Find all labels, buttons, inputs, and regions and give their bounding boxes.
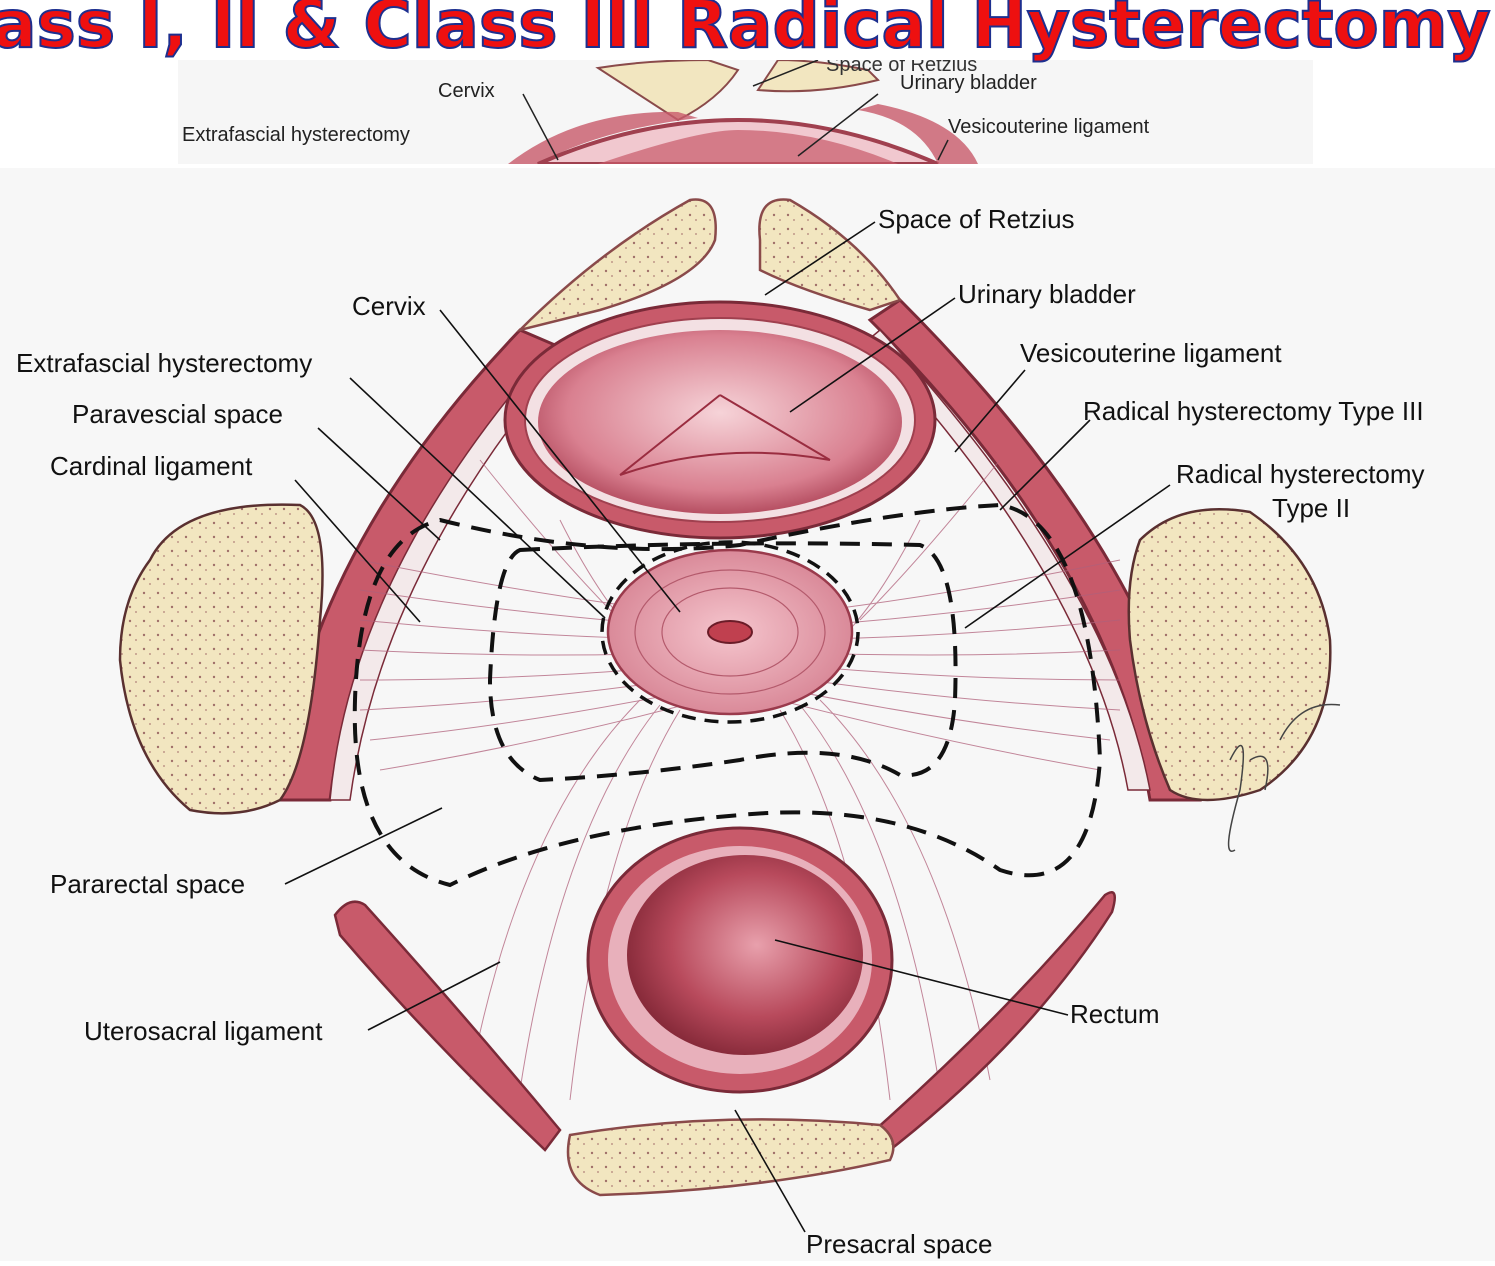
strip-label-cervix: Cervix <box>438 80 495 103</box>
label-vesicouterine-ligament: Vesicouterine ligament <box>1020 338 1282 368</box>
pelvic-anatomy-illustration: Space of Retzius Cervix Urinary bladder … <box>0 168 1495 1261</box>
label-space-of-retzius: Space of Retzius <box>878 204 1075 234</box>
strip-label-urinary-bladder: Urinary bladder <box>900 72 1037 95</box>
label-radical-type-ii-line1: Radical hysterectomy <box>1176 459 1425 489</box>
top-figure-strip: Space of Retzius Cervix Urinary bladder … <box>178 60 1313 164</box>
left-hip-bone <box>120 505 323 814</box>
label-presacral-space: Presacral space <box>806 1229 992 1259</box>
label-rectum: Rectum <box>1070 999 1160 1029</box>
label-radical-type-ii-line2: Type II <box>1272 493 1350 523</box>
top-strip-illustration <box>178 60 1313 164</box>
slide-title: ass I, II & Class III Radical Hysterecto… <box>0 0 1491 63</box>
strip-label-extrafascial: Extrafascial hysterectomy <box>182 124 410 147</box>
right-hip-bone <box>1129 509 1331 800</box>
label-cardinal-ligament: Cardinal ligament <box>50 451 253 481</box>
label-paravescial-space: Paravescial space <box>72 399 283 429</box>
label-uterosacral-ligament: Uterosacral ligament <box>84 1016 323 1046</box>
left-sacral-band <box>335 902 560 1150</box>
label-urinary-bladder: Urinary bladder <box>958 279 1136 309</box>
strip-label-vesicouterine: Vesicouterine ligament <box>948 116 1149 139</box>
label-pararectal-space: Pararectal space <box>50 869 245 899</box>
label-radical-type-iii: Radical hysterectomy Type III <box>1083 396 1424 426</box>
sacrum-bone <box>568 1119 893 1195</box>
pelvic-diagram-panel: Space of Retzius Cervix Urinary bladder … <box>0 168 1495 1261</box>
label-extrafascial-hysterectomy: Extrafascial hysterectomy <box>16 348 312 378</box>
label-cervix: Cervix <box>352 291 426 321</box>
